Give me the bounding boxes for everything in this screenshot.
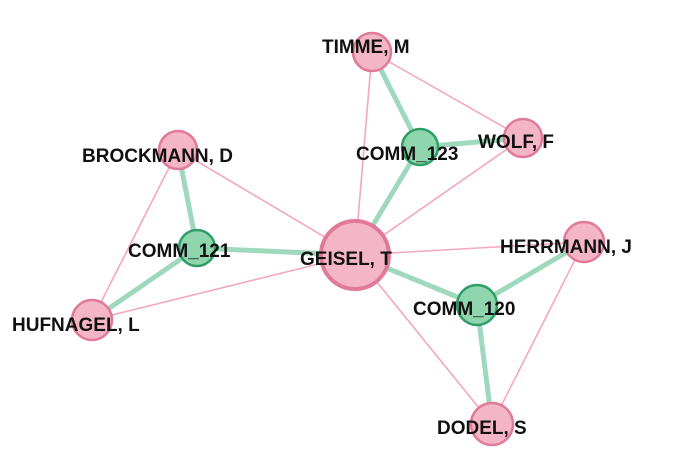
node-geisel[interactable] (319, 219, 391, 291)
edge-dodel-geisel (354, 254, 493, 425)
node-label-herrmann: HERRMANN, J (500, 237, 632, 258)
label-layer: GEISEL, T TIMME, M WOLF, F BROCKMANN, D HUFN… (12, 37, 632, 439)
node-label-brockmann: BROCKMANN, D (82, 146, 233, 167)
node-label-timme: TIMME, M (322, 37, 410, 58)
node-hufnagel[interactable] (70, 298, 114, 342)
node-label-hufnagel: HUFNAGEL, L (12, 315, 140, 336)
node-layer (70, 31, 606, 447)
edge-timme-wolf (371, 51, 524, 139)
node-label-comm120: COMM_120 (413, 299, 515, 320)
edge-hufnagel-geisel (91, 254, 356, 321)
edge-herrmann-dodel (491, 241, 585, 425)
node-timme[interactable] (351, 31, 393, 73)
node-comm120[interactable] (455, 283, 499, 327)
node-herrmann[interactable] (562, 220, 606, 264)
node-label-wolf: WOLF, F (478, 132, 554, 153)
node-label-comm123: COMM_123 (356, 144, 458, 165)
edge-herrmann-geisel (354, 241, 585, 256)
node-label-dodel: DODEL, S (437, 418, 527, 439)
node-dodel[interactable] (469, 401, 515, 447)
node-comm121[interactable] (177, 228, 217, 268)
node-wolf[interactable] (502, 117, 544, 159)
node-label-comm121: COMM_121 (128, 241, 231, 262)
edge-brockmann-hufnagel (91, 149, 179, 321)
node-comm123[interactable] (400, 127, 440, 167)
node-label-geisel: GEISEL, T (300, 249, 392, 270)
node-brockmann[interactable] (157, 129, 199, 171)
